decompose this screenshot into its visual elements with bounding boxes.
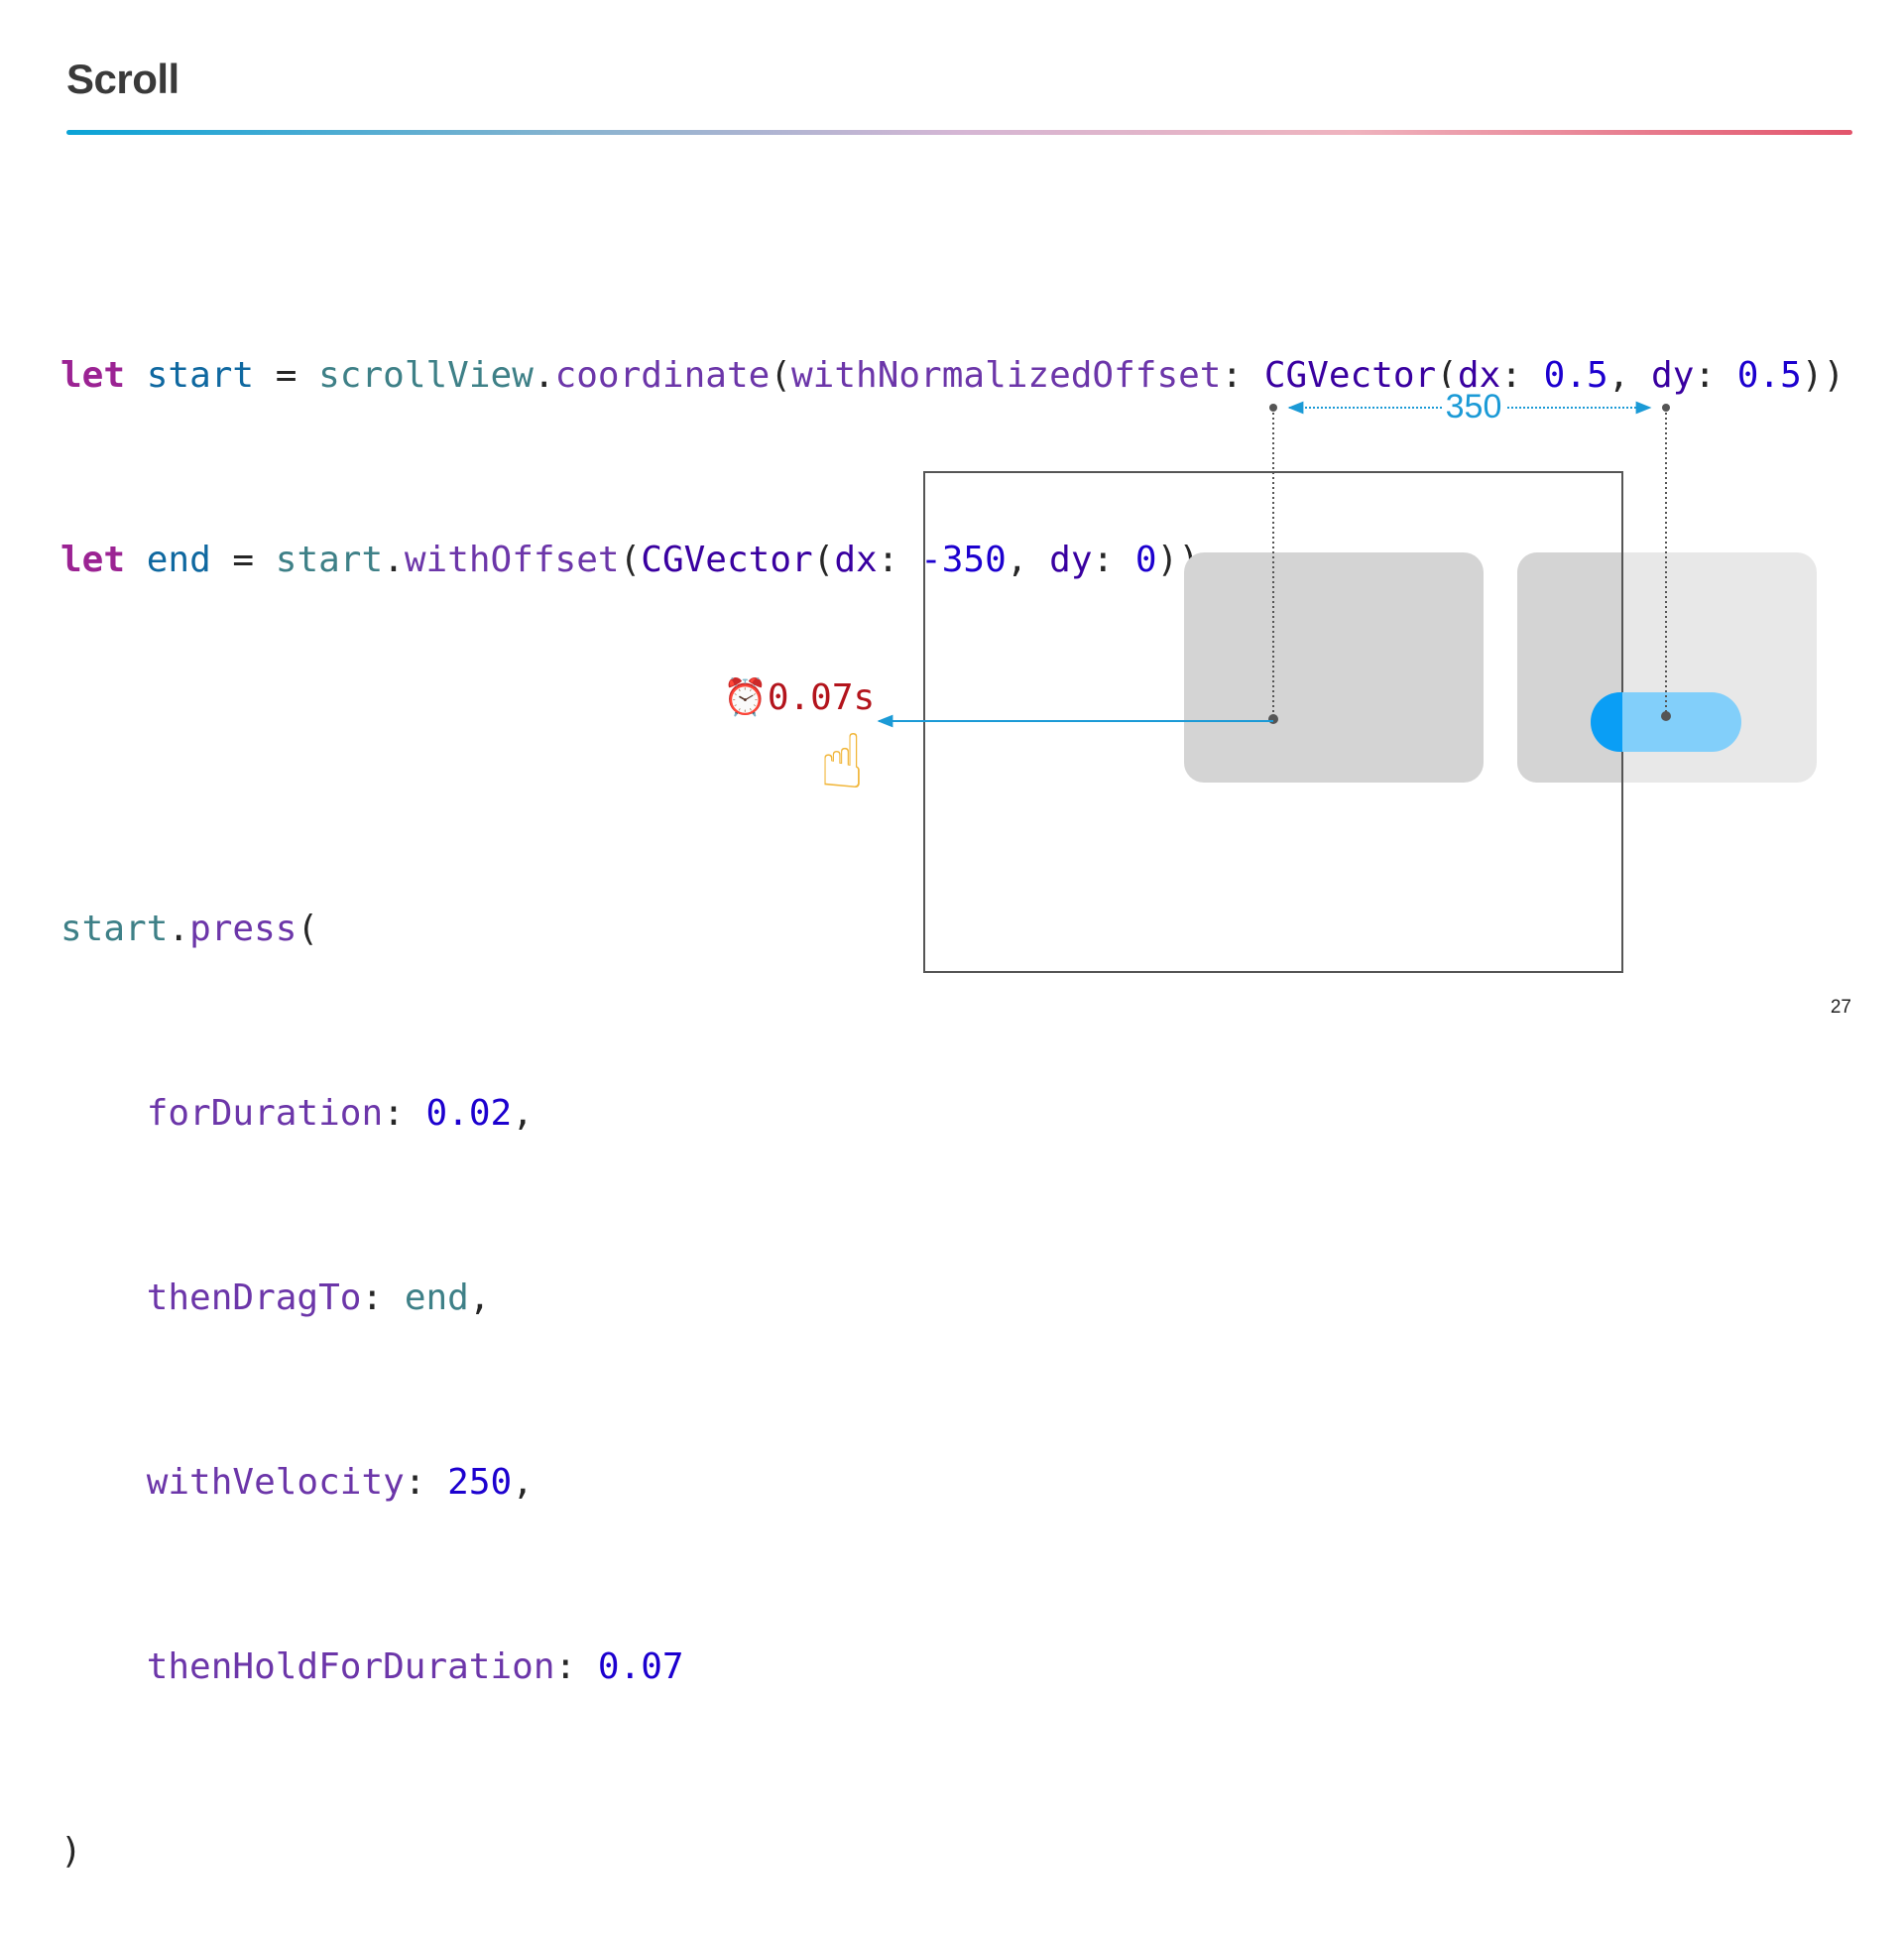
code-punct: : (1092, 540, 1135, 580)
code-punct: , (1006, 540, 1050, 580)
number-literal: -350 (920, 540, 1007, 580)
number-literal: 0.07 (597, 1646, 684, 1687)
method-press: press (189, 909, 298, 949)
hold-duration-value: 0.07s (767, 677, 876, 718)
code-line-1: let start = scrollView.coordinate(withNo… (60, 345, 1844, 407)
code-punct: ( (1436, 355, 1458, 396)
start-point-dot (1661, 711, 1671, 721)
code-punct: : (1221, 355, 1264, 396)
code-line-6: thenDragTo: end, (60, 1268, 1844, 1329)
variable-end: end (146, 540, 211, 580)
code-line-2: let end = start.withOffset(CGVector(dx: … (60, 530, 1844, 591)
argument-label: dy (1049, 540, 1093, 580)
method-coordinate: coordinate (554, 355, 771, 396)
code-punct: . (383, 540, 405, 580)
code-punct: ( (812, 540, 835, 580)
argument-label: dx (834, 540, 878, 580)
alarm-clock-icon: ⏰ (723, 677, 768, 718)
object-start: start (275, 540, 384, 580)
distance-label: 350 (1442, 388, 1505, 426)
code-line-9: ) (60, 1821, 1844, 1883)
code-punct: . (168, 909, 190, 949)
object-scrollview: scrollView (318, 355, 534, 396)
code-line-8: thenHoldForDuration: 0.07 (60, 1637, 1844, 1698)
code-punct: : (1694, 355, 1737, 396)
code-punct: ( (297, 909, 319, 949)
code-punct: : (383, 1093, 426, 1134)
argument-label: withVelocity (146, 1462, 405, 1503)
variable-start: start (146, 355, 255, 396)
slide-title: Scroll (66, 56, 179, 102)
code-punct: : (361, 1277, 405, 1318)
code-punct: : (877, 540, 921, 580)
argument-label: thenDragTo (146, 1277, 362, 1318)
number-literal: 250 (447, 1462, 513, 1503)
hold-duration-label: ⏰0.07s (723, 676, 875, 718)
code-operator: = (210, 540, 276, 580)
code-punct: )) (1801, 355, 1845, 396)
code-line-4: start.press( (60, 899, 1844, 960)
object-start: start (60, 909, 169, 949)
code-operator: = (254, 355, 319, 396)
guide-dot (1662, 404, 1670, 412)
guide-dot (1269, 404, 1277, 412)
keyword: let (60, 540, 126, 580)
code-punct: : (554, 1646, 598, 1687)
pointing-finger-icon: ☝ (819, 717, 866, 805)
code-punct: . (533, 355, 555, 396)
code-line-5: forDuration: 0.02, (60, 1083, 1844, 1145)
variable-reference: end (404, 1277, 469, 1318)
code-punct: : (404, 1462, 448, 1503)
code-punct: ( (619, 540, 642, 580)
scroll-diagram (877, 401, 1817, 973)
code-punct: , (512, 1462, 534, 1503)
code-punct: , (1607, 355, 1652, 396)
page-number: 27 (1830, 997, 1851, 1018)
content-card-left (1184, 552, 1484, 783)
code-punct: ( (770, 355, 791, 396)
argument-label: thenHoldForDuration (146, 1646, 555, 1687)
code-punct: , (468, 1277, 491, 1318)
code-punct: ) (60, 1831, 82, 1872)
end-point-dot (1268, 714, 1278, 724)
type-cgvector: CGVector (1263, 355, 1437, 396)
code-line-7: withVelocity: 250, (60, 1452, 1844, 1514)
code-punct: : (1500, 355, 1544, 396)
number-literal: 0.02 (425, 1093, 513, 1134)
argument-label: dy (1651, 355, 1695, 396)
touch-pill-accent (1591, 692, 1622, 752)
argument-label: forDuration (146, 1093, 384, 1134)
number-literal: 0.5 (1543, 355, 1608, 396)
type-cgvector: CGVector (641, 540, 813, 580)
argument-label: withNormalizedOffset (791, 355, 1222, 396)
code-punct: , (512, 1093, 534, 1134)
touch-pill (1591, 692, 1741, 752)
keyword: let (60, 355, 126, 396)
number-literal: 0 (1134, 540, 1157, 580)
method-withoffset: withOffset (404, 540, 620, 580)
title-divider (66, 130, 1852, 135)
number-literal: 0.5 (1736, 355, 1802, 396)
